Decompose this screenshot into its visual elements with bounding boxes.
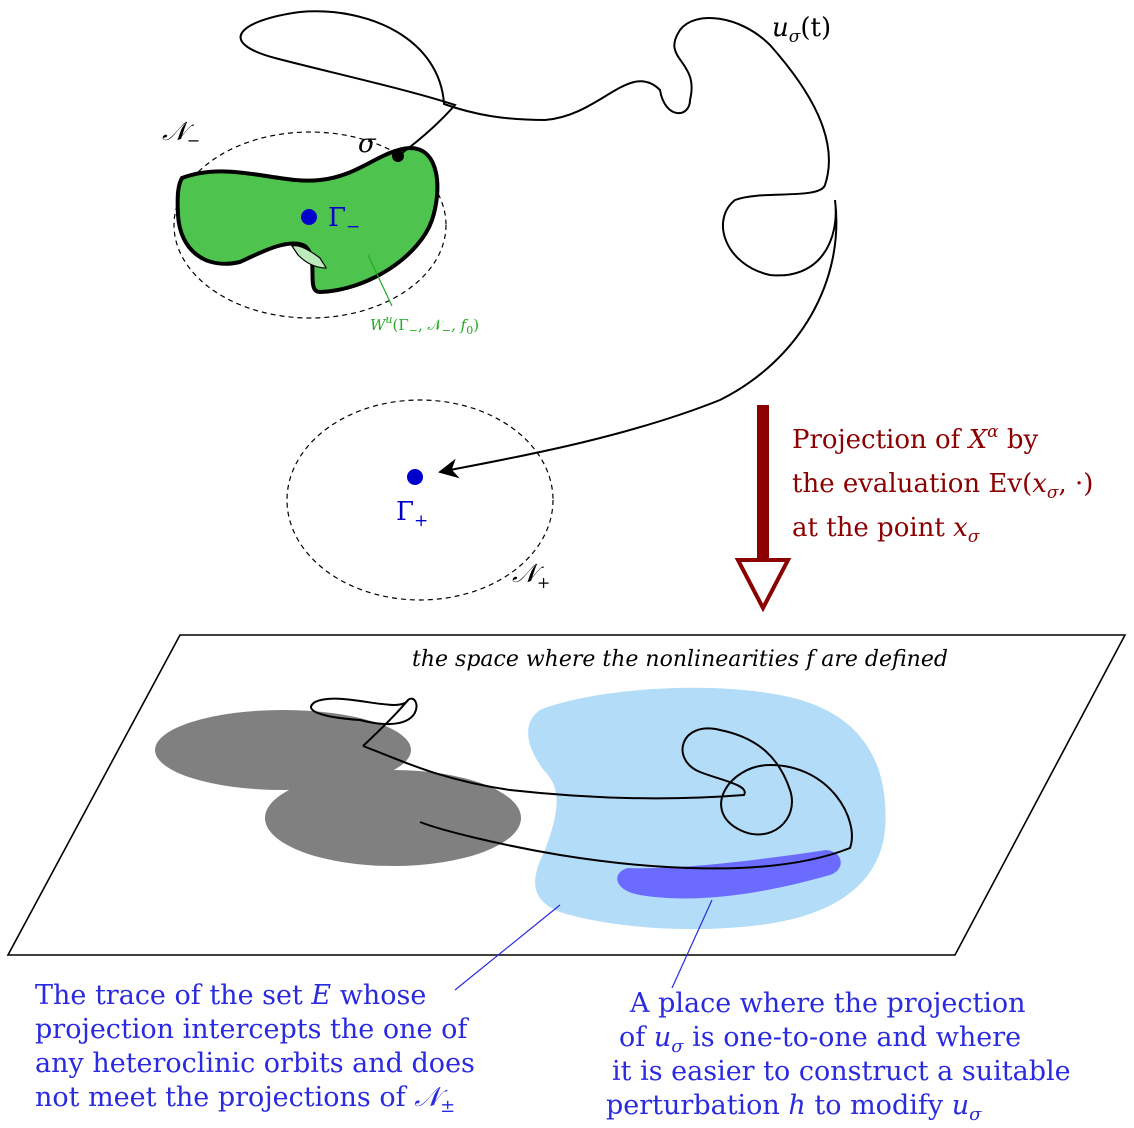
light-manifold-piece — [291, 245, 327, 269]
gamma-plus-point — [407, 469, 423, 485]
right-caption-leader — [671, 899, 713, 989]
gamma-plus-label: Γ+ — [396, 497, 428, 531]
projection-text-line2: the evaluation Ev(xσ, ·) — [792, 469, 1093, 503]
wu-leader-line — [367, 254, 393, 307]
right-caption: A place where the projection of uσ is on… — [606, 988, 1071, 1125]
right-caption-line1: A place where the projection — [629, 988, 1026, 1019]
n-plus-label: 𝒩+ — [512, 559, 550, 592]
gamma-minus-point — [301, 209, 317, 225]
projected-u-sigma-curve — [310, 697, 853, 870]
u-sigma-curve — [239, 10, 838, 479]
one-to-one-band — [617, 850, 841, 899]
right-caption-line4: perturbation h to modify uσ — [606, 1090, 982, 1125]
n-minus-label: 𝒩− — [162, 117, 200, 150]
left-caption-line3: any heteroclinic orbits and does — [35, 1048, 475, 1079]
right-caption-line3: it is easier to construct a suitable — [612, 1056, 1071, 1087]
n-plus-neighbourhood — [286, 399, 554, 601]
gamma-minus-label: Γ− — [328, 203, 360, 237]
n-minus-neighbourhood — [173, 131, 447, 319]
sigma-label: σ — [358, 129, 377, 159]
plane-caption: the space where the nonlinearities f are… — [412, 647, 948, 672]
set-e-trace-upper — [155, 710, 411, 790]
projection-arrow-shaft — [757, 405, 769, 560]
wu-label: Wu(Γ−, 𝒩−, f0) — [370, 313, 479, 337]
projection-text-line3: at the point xσ — [792, 513, 980, 547]
u-sigma-t-label: uσ(t) — [772, 13, 831, 47]
projection-text-line1: Projection of Xα by — [792, 422, 1038, 455]
left-caption: The trace of the set E whose projection … — [35, 980, 475, 1117]
left-caption-line4: not meet the projections of 𝒩± — [35, 1082, 455, 1117]
projection-arrow-head — [734, 558, 792, 613]
right-caption-line2: of uσ is one-to-one and where — [619, 1022, 1021, 1057]
left-caption-leader — [454, 904, 561, 991]
left-caption-line2: projection intercepts the one of — [35, 1014, 469, 1045]
set-e-trace-lower — [265, 770, 521, 866]
left-caption-line1: The trace of the set E whose — [35, 980, 426, 1011]
sigma-point — [392, 150, 404, 162]
